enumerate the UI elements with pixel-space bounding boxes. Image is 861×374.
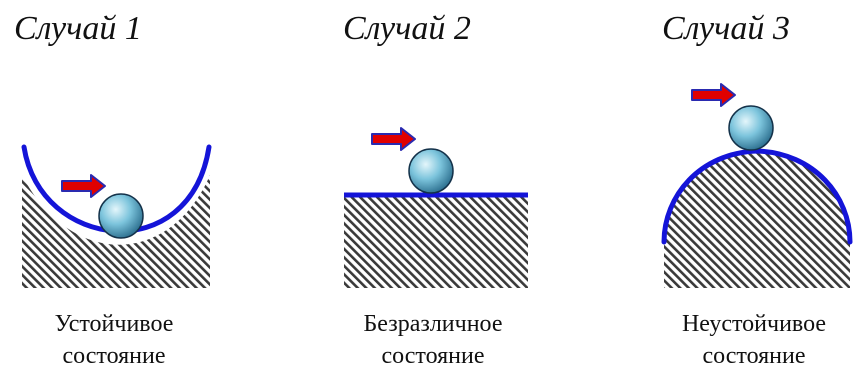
case-3-ball <box>729 106 773 150</box>
case-1-title: Случай 1 <box>14 10 142 48</box>
case-2-state-line2: состояние <box>333 340 533 372</box>
case-1-ball <box>99 194 143 238</box>
case-2-title: Случай 2 <box>343 10 471 48</box>
case-1-figure <box>22 147 210 288</box>
case-2-state-label: Безразличное состояние <box>333 308 533 372</box>
case-1-state-label: Устойчивое состояние <box>14 308 214 372</box>
case-3-figure <box>664 84 850 288</box>
case-3-push-arrow <box>692 84 735 106</box>
case-3-state-label: Неустойчивое состояние <box>654 308 854 372</box>
case-1-push-arrow <box>62 175 105 197</box>
case-2-state-line1: Безразличное <box>333 308 533 340</box>
case-1-state-line2: состояние <box>14 340 214 372</box>
case-3-state-line2: состояние <box>654 340 854 372</box>
case-1-state-line1: Устойчивое <box>14 308 214 340</box>
case-3-title: Случай 3 <box>662 10 790 48</box>
case-2-ground <box>344 196 528 288</box>
case-3-state-line1: Неустойчивое <box>654 308 854 340</box>
case-3-ground <box>664 151 850 288</box>
case-2-figure <box>344 128 528 288</box>
case-2-push-arrow <box>372 128 415 150</box>
case-2-ball <box>409 149 453 193</box>
